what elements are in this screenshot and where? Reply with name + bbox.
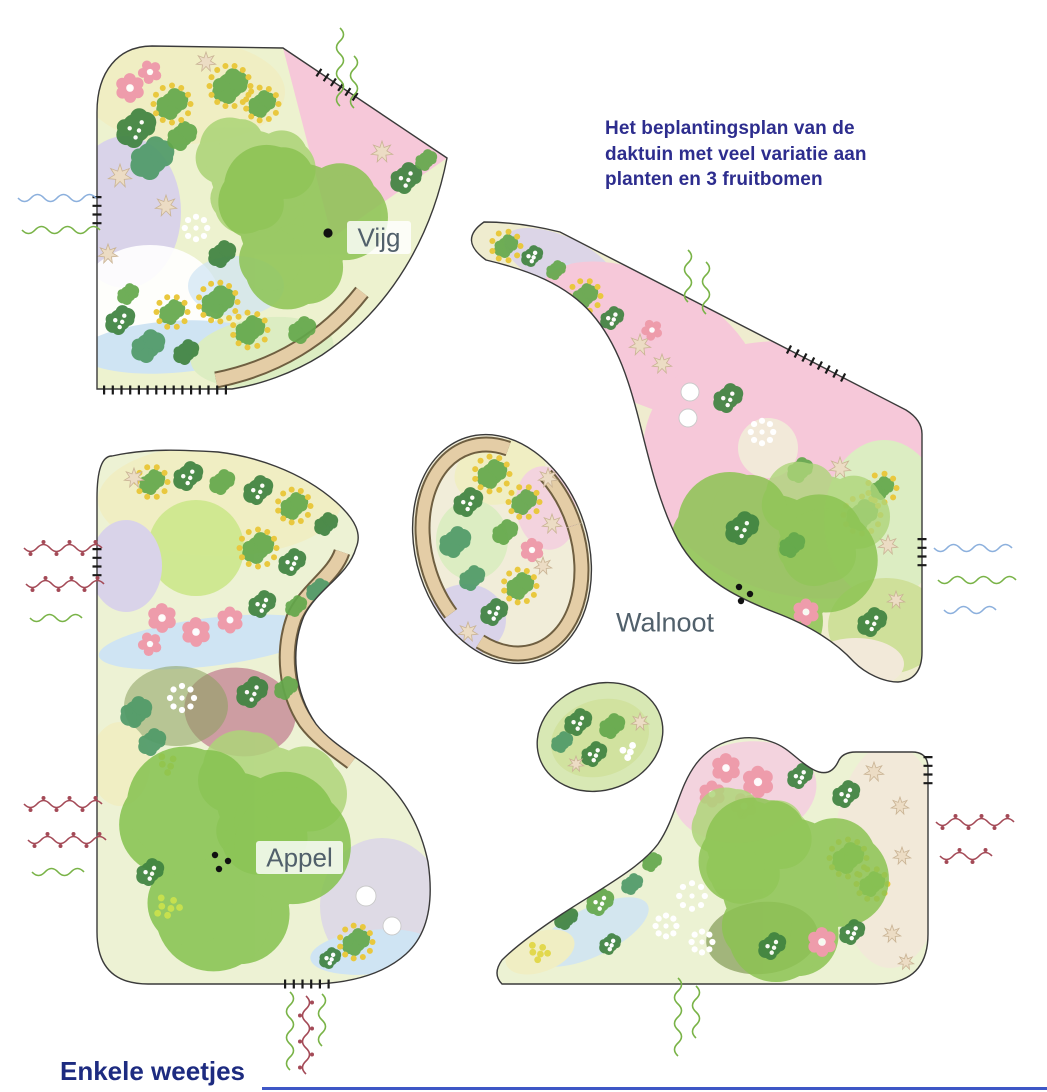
plant-tendril	[298, 995, 314, 1075]
tree-label-vijg: Vijg	[323, 221, 411, 254]
plant-tendril	[285, 991, 295, 1071]
plant-tendril	[25, 576, 105, 592]
bed-outlines	[96, 45, 929, 985]
tree-canopy	[119, 746, 351, 972]
bed4-planting	[97, 450, 431, 975]
tree-label-walnoot: Walnoot	[606, 583, 754, 640]
tree-label-appel: Appel	[211, 841, 343, 874]
bed3-planting	[414, 436, 590, 662]
bed6-planting	[505, 741, 928, 983]
tree-label-text: Vijg	[358, 222, 401, 252]
plant-tendril	[17, 193, 97, 203]
annotation-text: Het beplantingsplan van de daktuin met v…	[605, 116, 867, 193]
plant-tendril	[937, 575, 1017, 585]
plant-tendril	[335, 27, 345, 107]
tree-trunk-dot	[746, 590, 754, 598]
divider-line	[262, 1087, 1047, 1090]
plant-tendril	[23, 540, 103, 556]
plant-tendril	[23, 796, 103, 812]
plant-tendril	[683, 249, 693, 303]
plant-tendril	[933, 543, 1013, 553]
section-heading: Enkele weetjes	[60, 1056, 245, 1086]
annotation-line-2: daktuin met veel variatie aan	[605, 143, 867, 165]
bed1-planting	[97, 46, 447, 389]
planting-layer	[97, 46, 928, 983]
plant-tendril	[701, 261, 711, 315]
tree-canopy	[218, 144, 388, 310]
tree-trunk-dot	[215, 865, 223, 873]
plant-tendril	[943, 605, 997, 615]
plant-tendril	[27, 832, 107, 848]
tree-trunk-dot	[737, 597, 745, 605]
bed5-planting	[551, 698, 651, 778]
plant-tendril	[29, 613, 83, 623]
annotation-line-3: planten en 3 fruitbomen	[605, 169, 823, 191]
garden-path	[214, 286, 369, 389]
plant-tendril	[31, 867, 85, 877]
plant-tendril	[317, 993, 327, 1047]
annotation-line-1: Het beplantingsplan van de	[605, 118, 855, 139]
tree-label-text: Appel	[266, 842, 333, 872]
plant-tendril	[939, 848, 993, 864]
tree-trunk-dot	[323, 228, 333, 238]
edge-hatch-marks	[785, 345, 849, 383]
tree-trunk-dot	[224, 857, 232, 865]
bed2-planting	[489, 227, 922, 682]
tree-trunk-dot	[211, 851, 219, 859]
plant-tendril	[349, 55, 359, 109]
tree-label-text: Walnoot	[616, 608, 715, 638]
plant-tendril	[935, 814, 1015, 830]
plant-tendril	[673, 977, 683, 1057]
plant-tendril	[691, 985, 701, 1039]
plant-tendril	[21, 225, 101, 235]
tree-trunk-dot	[735, 583, 743, 591]
